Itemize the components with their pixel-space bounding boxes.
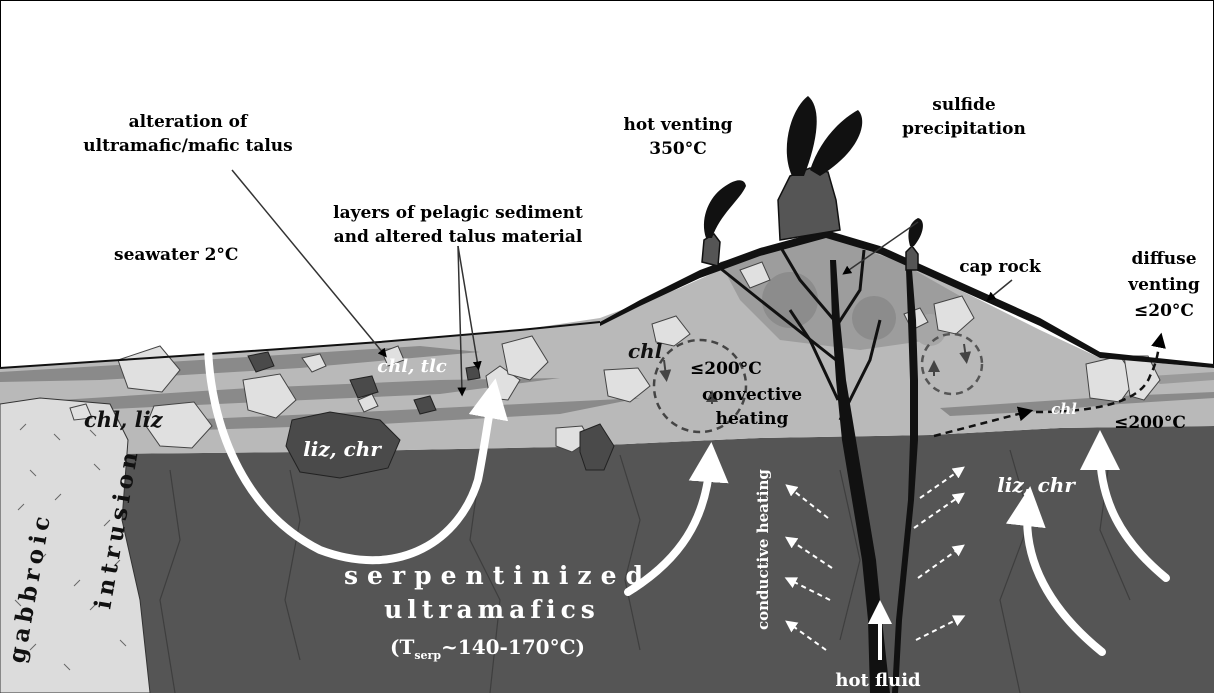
diffuse-label-line2: venting <box>1127 275 1200 295</box>
hot-fluid-label: hot fluid <box>835 670 921 691</box>
chl-right-label: chl <box>1051 400 1077 418</box>
layers-label-line1: layers of pelagic sediment <box>333 203 583 223</box>
sulfide-label-line2: precipitation <box>902 119 1026 139</box>
alteration-label-line1: alteration of <box>129 112 249 132</box>
serp-label-line1: serpentinized <box>344 561 652 590</box>
sulfide-label-line1: sulfide <box>932 95 996 115</box>
serp-temp-sub: serp <box>414 649 441 662</box>
temp-label-right: ≤200°C <box>1114 413 1186 433</box>
hot-venting-label-line1: hot venting <box>623 115 732 135</box>
temp-label-left: ≤200°C <box>690 359 762 379</box>
diffuse-label-line1: diffuse <box>1131 249 1196 269</box>
hot-venting-label-line2: 350°C <box>649 139 707 159</box>
chl-mid-label: chl <box>628 339 663 363</box>
cap-rock-label: cap rock <box>959 257 1042 277</box>
diffuse-label-line3: ≤20°C <box>1134 301 1194 321</box>
convective-label-line2: heating <box>716 409 789 429</box>
alteration-label-line2: ultramafic/mafic talus <box>83 136 292 156</box>
chl-tlc-label: chl, tlc <box>377 356 447 377</box>
seawater-label: seawater 2°C <box>114 245 238 265</box>
liz-chr-right-label: liz, chr <box>997 473 1076 497</box>
sulfide-blob-2 <box>852 296 896 340</box>
serp-temp-suffix: ~140-170°C) <box>441 635 585 659</box>
serp-temp-prefix: (T <box>390 635 414 659</box>
liz-chr-left-label: liz, chr <box>303 437 382 461</box>
layers-label-line2: and altered talus material <box>334 227 583 247</box>
convective-label-line1: convective <box>702 385 802 405</box>
chl-liz-label: chl, liz <box>84 407 164 432</box>
conductive-heating-label: conductive heating <box>754 469 772 630</box>
serp-label-line2: ultramafics <box>384 595 600 624</box>
sulfide-blob-1 <box>762 272 818 328</box>
